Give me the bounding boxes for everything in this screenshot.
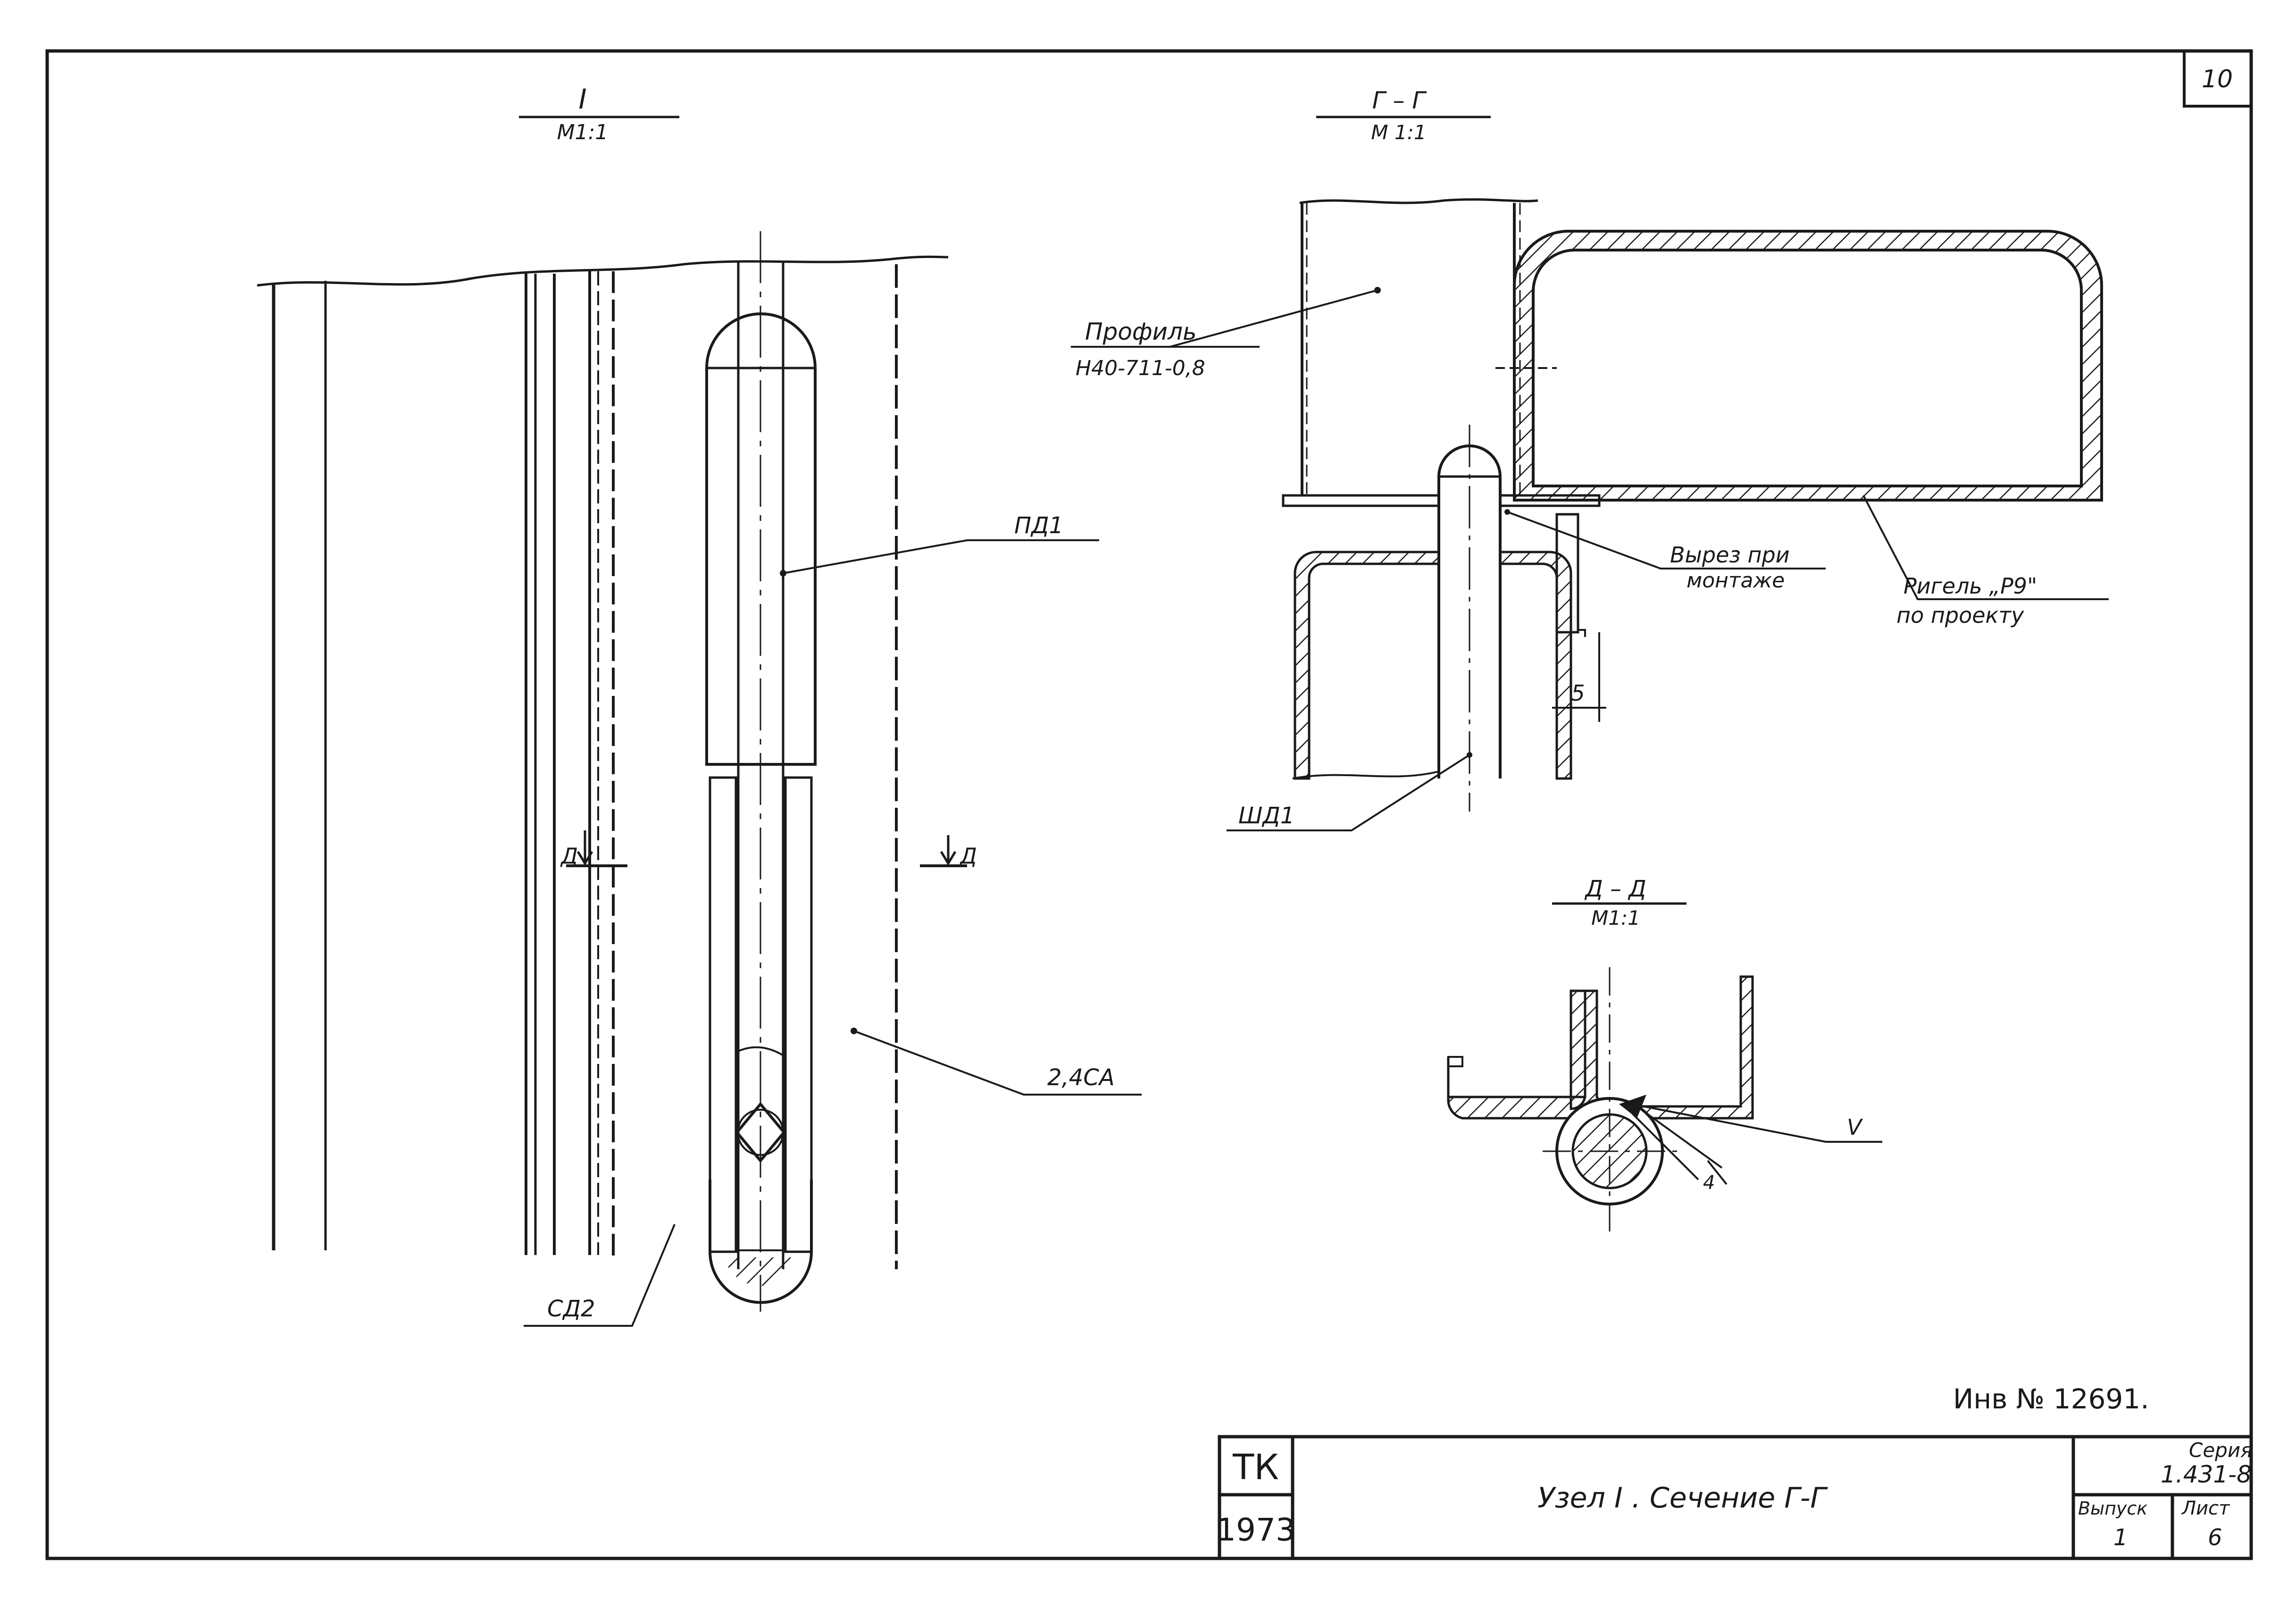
view-node-1-scale: М1:1 <box>557 120 609 144</box>
org-code: ТК <box>1232 1447 1279 1488</box>
hinge-pin-pd1 <box>705 312 817 766</box>
issue-value: 1 <box>2113 1524 2128 1551</box>
label-profile-name: Профиль <box>1085 318 1197 345</box>
sheet-label: Лист <box>2181 1498 2230 1519</box>
break-line-top <box>257 255 949 287</box>
label-shd1: ШД1 <box>1238 803 1294 829</box>
view-node-1-title: I <box>578 83 586 115</box>
sheet-number-box <box>2183 51 2251 108</box>
label-weld-v: V <box>1847 1114 1863 1140</box>
cut-mark-d-right: Д <box>959 843 977 869</box>
series-label: Серия <box>2189 1439 2252 1462</box>
label-cutout-1: Вырез при <box>1670 542 1790 568</box>
drawing-frame <box>45 49 2253 1560</box>
issue-label: Выпуск <box>2078 1498 2147 1519</box>
section-gg-title: Г – Г <box>1372 87 1428 114</box>
label-rigel-1: Ригель „Р9" <box>1904 573 2037 599</box>
sheet-value: 6 <box>2208 1524 2222 1551</box>
section-gg-scale: М 1:1 <box>1371 121 1426 144</box>
cut-mark-d-left: Д <box>560 843 578 869</box>
label-cutout-2: монтаже <box>1687 569 1785 593</box>
view-node-1: I М1:1 <box>257 83 1142 1327</box>
section-dd-title: Д – Д <box>1584 876 1646 902</box>
label-pd1: ПД1 <box>1014 512 1063 539</box>
inventory-number: Инв № 12691. <box>1953 1383 2149 1415</box>
view-section-gg: Г – Г М 1:1 5 Профиль Н40-711-0,8 <box>1071 87 2109 831</box>
sheet-number: 10 <box>2202 65 2233 93</box>
label-ca: 2,4СА <box>1047 1064 1115 1091</box>
label-weld-leg: 4 <box>1703 1172 1715 1194</box>
title-block: ТК 1973 Узел I . Сечение Г-Г Серия 1.431… <box>1216 1435 2253 1560</box>
rigel-section <box>1513 230 2103 502</box>
bushing-section <box>709 776 813 1304</box>
label-profile-code: Н40-711-0,8 <box>1076 356 1205 380</box>
section-dd-scale: М1:1 <box>1591 906 1640 929</box>
label-rigel-2: по проекту <box>1896 603 2024 628</box>
drawing-title: Узел I . Сечение Г-Г <box>1537 1482 1828 1515</box>
lower-channel <box>1294 551 1572 780</box>
dim-5: 5 <box>1571 680 1585 706</box>
series-value: 1.431-8 <box>2161 1461 2252 1488</box>
label-sd2: СД2 <box>547 1296 595 1322</box>
view-section-dd: Д – Д М1:1 V 4 <box>1447 876 1882 1236</box>
year: 1973 <box>1216 1512 1295 1548</box>
